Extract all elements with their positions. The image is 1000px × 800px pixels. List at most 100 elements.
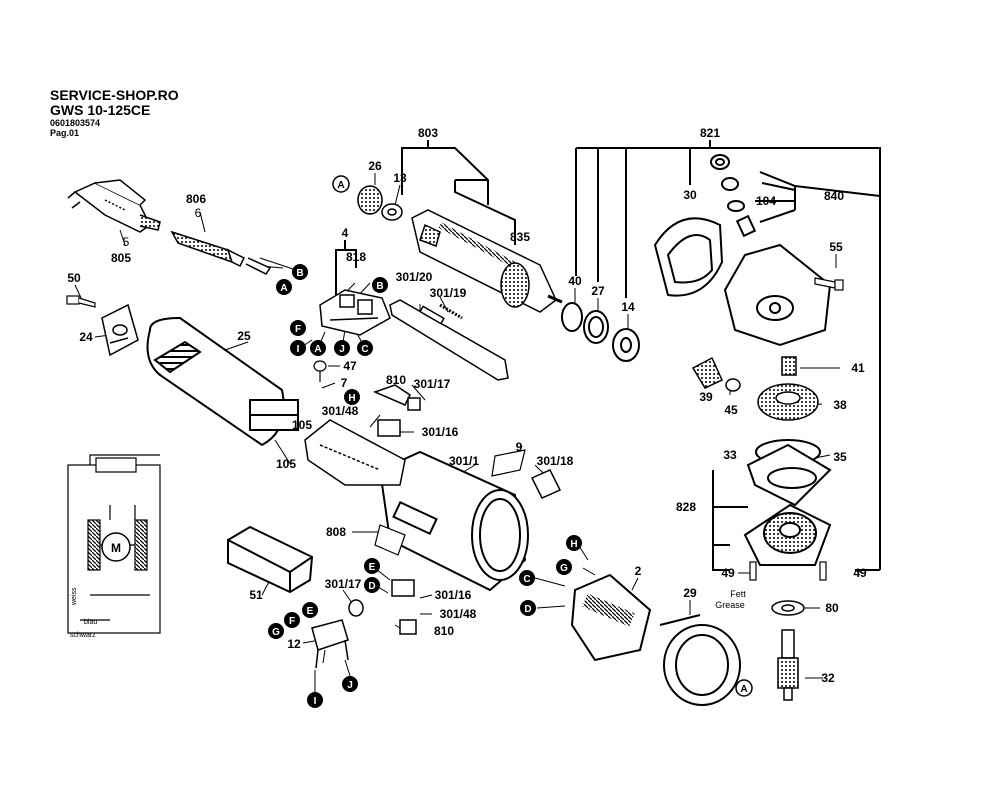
label-38: 38 [833, 398, 847, 412]
insulating-plate-808 [374, 524, 406, 556]
label-7: 7 [341, 376, 348, 390]
label-810-a: 810 [386, 373, 406, 387]
svg-text:B: B [376, 281, 383, 292]
label-47: 47 [343, 359, 357, 373]
guard-30 [653, 217, 724, 297]
connector-h-circle: H [344, 389, 360, 405]
svg-text:A: A [314, 344, 321, 355]
rear-cap-25 [146, 316, 299, 447]
svg-text:M: M [111, 541, 121, 555]
svg-text:H: H [570, 539, 577, 550]
label-2: 2 [635, 564, 642, 578]
svg-text:G: G [272, 627, 280, 638]
label-41: 41 [851, 361, 865, 375]
switch-rod-301-20 [389, 299, 509, 381]
svg-text:D: D [368, 581, 375, 592]
label-80: 80 [825, 601, 839, 615]
connector-j-circle: J [342, 676, 358, 692]
model-name: GWS 10-125CE [50, 102, 151, 118]
label-105-a: 105 [292, 418, 312, 432]
field-winding-2 [570, 573, 652, 662]
connector-g-circle: G [268, 623, 284, 639]
label-51: 51 [249, 588, 263, 602]
screw-55 [814, 277, 844, 291]
cord-clamp-24 [101, 303, 139, 357]
label-6: 6 [195, 206, 202, 220]
wire-label-blau: blau [84, 619, 97, 626]
label-301-1: 301/1 [449, 454, 479, 468]
label-301-20: 301/20 [396, 270, 433, 284]
note-fett: Fett [730, 589, 746, 599]
bearing-flange-828 [743, 503, 832, 566]
svg-text:E: E [369, 562, 376, 573]
label-808: 808 [326, 525, 346, 539]
svg-text:F: F [295, 324, 301, 335]
label-45: 45 [724, 403, 738, 417]
svg-text:I: I [314, 696, 317, 707]
connector-b-circle: B [292, 264, 308, 280]
label-805: 805 [111, 251, 131, 265]
svg-text:J: J [339, 344, 345, 355]
label-24: 24 [79, 330, 93, 344]
connector-d-circle: D [520, 600, 536, 616]
guard-29 [659, 614, 741, 706]
svg-text:H: H [348, 393, 355, 404]
connector-c-circle: C [357, 340, 373, 356]
cap-rings-840 [710, 154, 745, 212]
label-39: 39 [699, 390, 713, 404]
connector-e-circle: E [364, 558, 380, 574]
switch-4 [319, 289, 391, 336]
label-32: 32 [821, 671, 835, 685]
label-49-a: 49 [721, 566, 735, 580]
wiring-diagram [67, 454, 161, 634]
svg-text:B: B [296, 268, 303, 279]
label-806: 806 [186, 192, 206, 206]
label-301-19: 301/19 [430, 286, 467, 300]
connector-f-circle: F [290, 320, 306, 336]
label-33: 33 [723, 448, 737, 462]
label-818: 818 [346, 250, 366, 264]
label-301-17-a: 301/17 [414, 377, 451, 391]
label-803: 803 [418, 126, 438, 140]
seals-33-35 [746, 439, 832, 507]
part-labels: 803 821 26 13 806 6 5 805 835 30 104 840… [67, 126, 867, 685]
label-301-16-b: 301/16 [435, 588, 472, 602]
label-104: 104 [756, 194, 776, 208]
label-26: 26 [368, 159, 382, 173]
brush-holders [348, 579, 417, 635]
shop-name: SERVICE-SHOP.RO [50, 87, 179, 103]
svg-text:G: G [560, 563, 568, 574]
fan-26 [357, 185, 383, 215]
connector-i-circle: I [307, 692, 323, 708]
svg-text:D: D [524, 604, 531, 615]
svg-text:C: C [361, 344, 368, 355]
label-25: 25 [237, 329, 251, 343]
label-9: 9 [516, 440, 523, 454]
svg-text:A: A [280, 283, 287, 294]
label-301-17-b: 301/17 [325, 577, 362, 591]
connector-b-circle: B [372, 277, 388, 293]
connector-a-circle: A [735, 679, 753, 697]
connector-g-circle: G [556, 559, 572, 575]
label-29: 29 [683, 586, 697, 600]
wire-label-schwarz: schwarz [70, 632, 96, 639]
label-105-b: 105 [276, 457, 296, 471]
connector-a-circle: A [310, 340, 326, 356]
armature-835 [411, 209, 563, 313]
connector-f-circle: F [284, 612, 300, 628]
suppressor-12 [311, 619, 349, 669]
label-835: 835 [510, 230, 530, 244]
motor-symbol: M [101, 532, 131, 562]
switch-carrier-301-16 [304, 384, 421, 486]
label-9 [491, 449, 526, 477]
label-50: 50 [67, 271, 81, 285]
label-4: 4 [342, 226, 349, 240]
label-30: 30 [683, 188, 697, 202]
svg-text:C: C [523, 574, 530, 585]
label-821: 821 [700, 126, 720, 140]
connector-c-circle: C [519, 570, 535, 586]
svg-text:A: A [740, 684, 747, 695]
label-14: 14 [621, 300, 635, 314]
label-12: 12 [287, 637, 301, 651]
leader-lines [335, 140, 881, 571]
